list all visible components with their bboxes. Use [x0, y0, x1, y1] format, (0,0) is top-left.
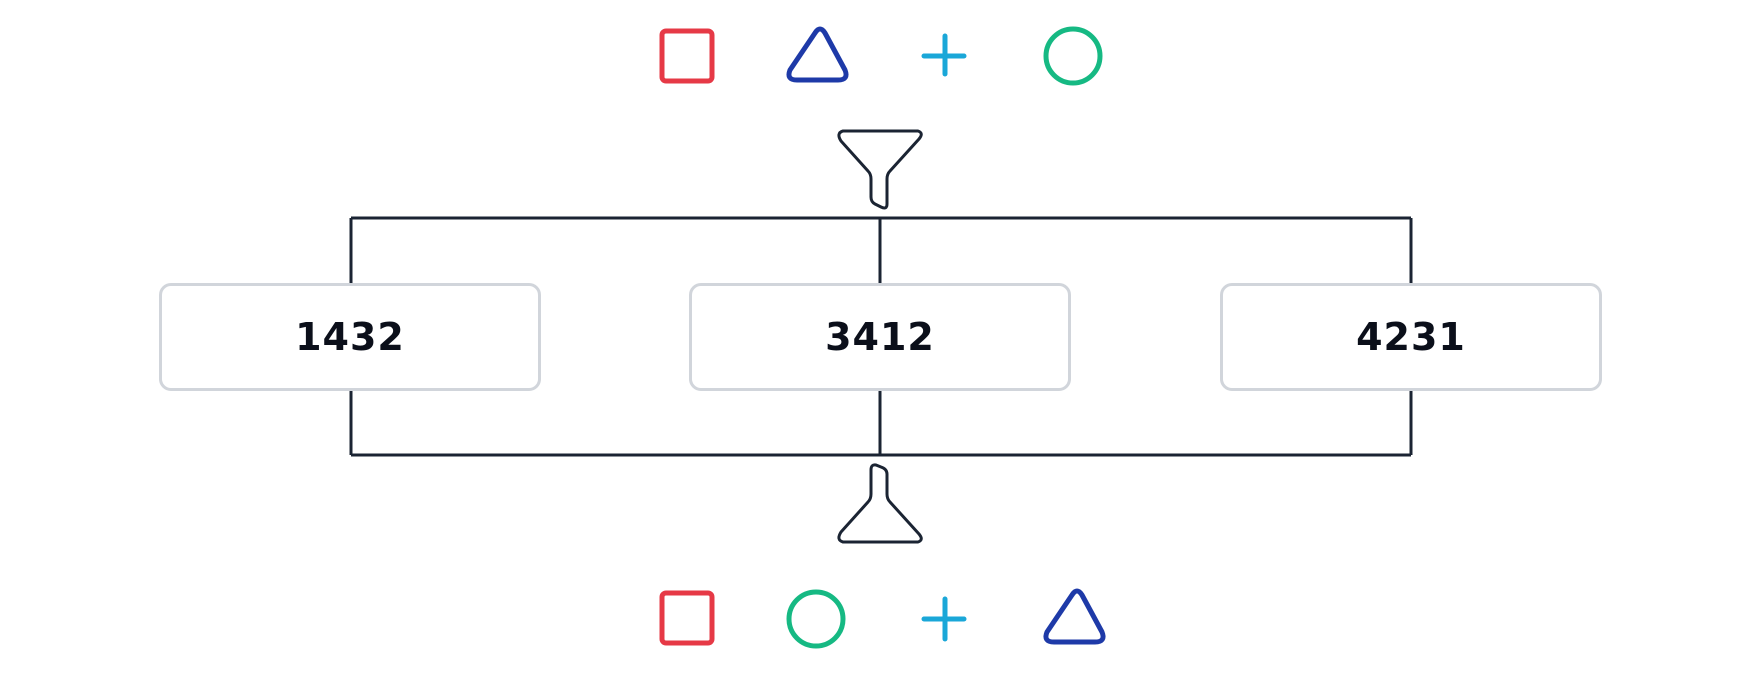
circle-icon — [786, 589, 846, 649]
funnel-icon-inverted — [837, 463, 923, 544]
top-shape-sequence — [659, 26, 1103, 86]
option-label: 1432 — [295, 315, 405, 359]
option-box-3[interactable]: 4231 — [1220, 283, 1602, 391]
bottom-shape-sequence — [659, 588, 1106, 649]
plus-icon — [921, 596, 967, 642]
circle-icon — [1043, 26, 1103, 86]
plus-icon — [921, 33, 967, 77]
square-icon — [659, 28, 715, 84]
option-label: 4231 — [1356, 315, 1466, 359]
top-connector — [349, 216, 1413, 283]
square-icon — [659, 590, 715, 646]
funnel-icon — [837, 129, 923, 210]
option-label: 3412 — [825, 315, 935, 359]
bottom-connector — [349, 391, 1413, 457]
triangle-icon — [1043, 588, 1106, 645]
triangle-icon — [786, 26, 849, 83]
option-box-1[interactable]: 1432 — [159, 283, 541, 391]
option-box-2[interactable]: 3412 — [689, 283, 1071, 391]
